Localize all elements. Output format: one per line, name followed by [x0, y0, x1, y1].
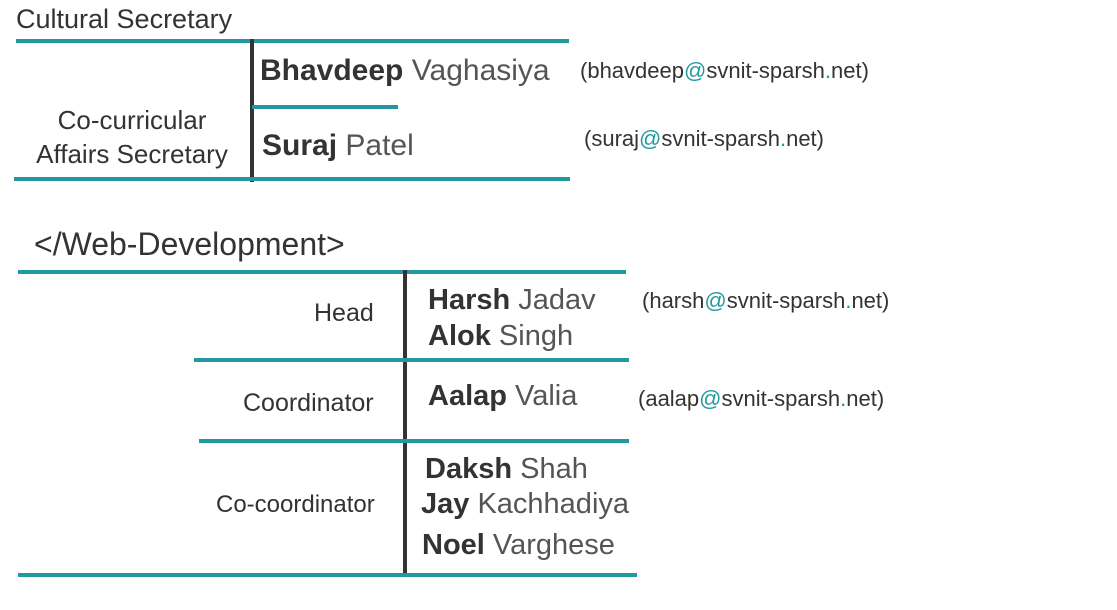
member-last-name: Patel [345, 129, 414, 162]
member-first-name: Jay [421, 488, 470, 520]
member-email[interactable]: (suraj@svnit-sparsh.net) [584, 126, 824, 151]
member-first-name: Daksh [425, 453, 513, 485]
member-last-name: Kachhadiya [477, 488, 630, 520]
member-last-name: Jadav [518, 284, 596, 316]
member-first-name: Alok [428, 320, 491, 352]
member-last-name: Shah [520, 453, 588, 485]
section2-top-divider [18, 270, 626, 274]
section2-vertical-divider [403, 270, 407, 576]
member-name: Aalap Valia [428, 380, 577, 413]
member-name: Daksh Shah [425, 453, 588, 486]
co-curricular-role-label: Co-curricular Affairs Secretary [14, 103, 250, 171]
cultural-secretary-heading: Cultural Secretary [16, 4, 233, 34]
section1-top-divider [16, 39, 569, 43]
section1-bottom-divider [14, 177, 570, 181]
member-email[interactable]: (bhavdeep@svnit-sparsh.net) [580, 58, 869, 83]
member-first-name: Harsh [428, 284, 511, 316]
role-head: Head [314, 299, 374, 327]
member-name: Harsh Jadav [428, 284, 596, 317]
member-last-name: Vaghasiya [411, 54, 550, 87]
section2-divider-1 [194, 358, 629, 362]
member-first-name: Bhavdeep [260, 54, 404, 87]
member-first-name: Suraj [262, 129, 338, 162]
coordinator-email[interactable]: (aalap@svnit-sparsh.net) [638, 386, 885, 411]
section2-divider-2 [199, 439, 629, 443]
role-co-coordinator: Co-coordinator [216, 491, 375, 518]
web-development-heading: </Web-Development> [34, 226, 345, 262]
member-last-name: Varghese [492, 529, 615, 561]
head-email[interactable]: (harsh@svnit-sparsh.net) [642, 288, 890, 313]
role-coordinator: Coordinator [243, 389, 374, 417]
member-name: Bhavdeep Vaghasiya [260, 54, 550, 88]
member-name: Jay Kachhadiya [421, 488, 629, 521]
member-first-name: Aalap [428, 380, 507, 412]
member-first-name: Noel [422, 529, 485, 561]
section1-middle-divider [252, 105, 398, 109]
role-line-1: Co-curricular [57, 105, 207, 135]
role-line-2: Affairs Secretary [36, 139, 228, 169]
member-name: Noel Varghese [422, 529, 615, 562]
section1-vertical-divider [250, 39, 254, 182]
member-last-name: Singh [498, 320, 574, 352]
section2-bottom-divider [18, 573, 637, 577]
member-name: Alok Singh [428, 320, 573, 353]
member-name: Suraj Patel [262, 129, 414, 163]
member-last-name: Valia [515, 380, 578, 412]
